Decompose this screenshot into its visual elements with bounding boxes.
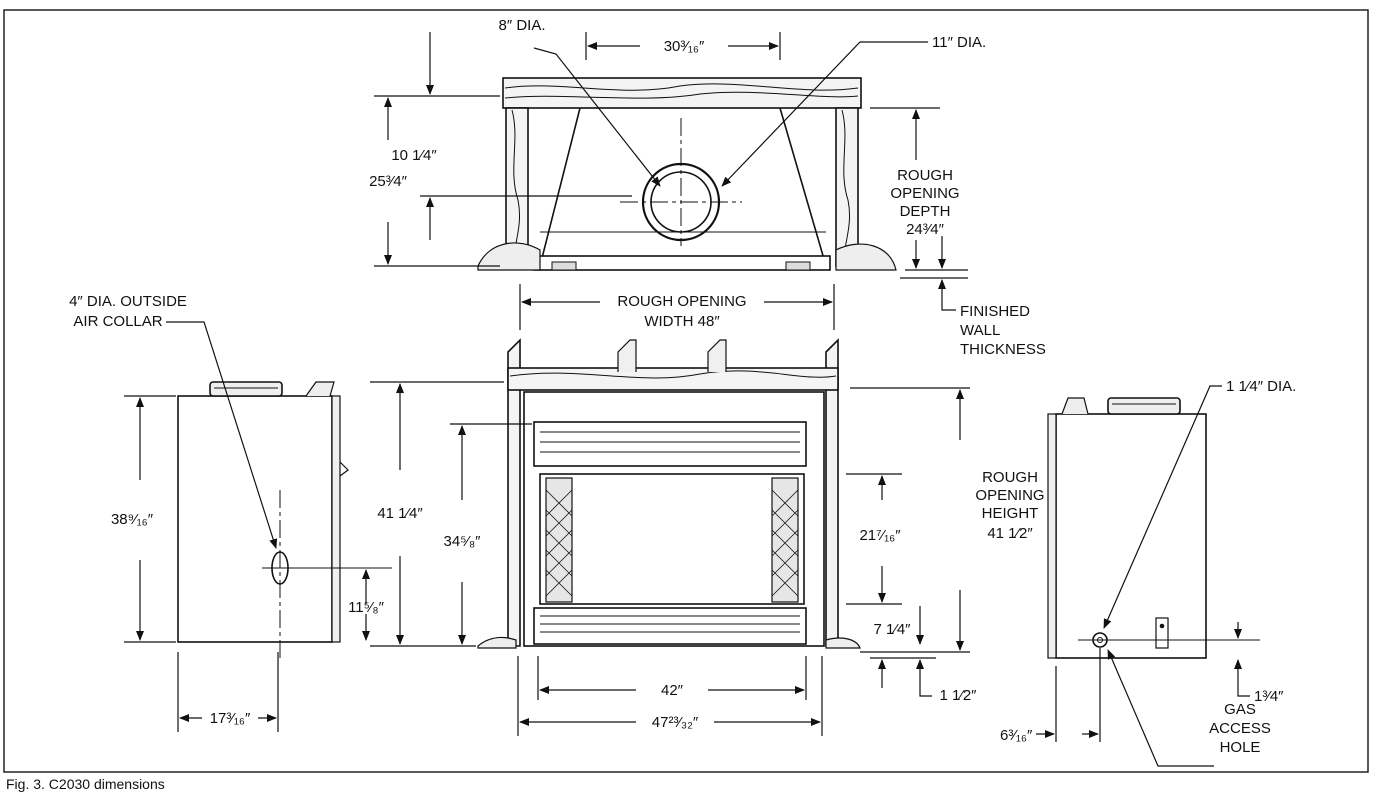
label-front-width-inner: 42″ [661,682,684,699]
label-front-bottom-1: 7 1⁄4″ [873,621,911,638]
label-rough-opening-height-1: ROUGH [982,469,1038,486]
front-view [477,338,861,649]
label-top-depth-2: 25³⁄4″ [369,173,408,190]
label-right-gas-dia: 1 1⁄4″ DIA. [1226,378,1296,395]
front-view-dimensions [370,381,970,736]
label-outside-air-1: 4″ DIA. OUTSIDE [69,293,187,310]
label-gas-access-1: GAS [1224,701,1256,718]
label-right-gas-offset: 6³⁄₁₆″ [1000,727,1033,744]
label-rough-opening-depth-3: DEPTH [900,203,951,220]
label-left-collar-height: 11⁵⁄₈″ [348,599,385,616]
figure-caption: Fig. 3. C2030 dimensions [6,776,165,792]
label-rough-opening-height-3: HEIGHT [982,505,1039,522]
label-top-pipe-inner-dia: 8″ DIA. [499,17,546,34]
label-finished-wall-3: THICKNESS [960,341,1046,358]
label-top-pipe-outer-dia: 11″ DIA. [932,34,986,51]
right-side-dimensions [1036,385,1250,767]
top-view-dimensions [374,32,968,330]
label-rough-opening-depth-2: OPENING [890,185,959,202]
label-front-height-total: 41 1⁄4″ [377,505,423,522]
label-left-collar-offset: 17³⁄₁₆″ [210,710,251,727]
label-front-width-outer: 47²³⁄₃₂″ [652,714,699,731]
label-rough-opening-height-2: OPENING [975,487,1044,504]
label-front-bottom-2: 1 1⁄2″ [939,687,977,704]
label-rough-opening-width-2: WIDTH 48″ [644,313,720,330]
label-rough-opening-width-1: ROUGH OPENING [617,293,746,310]
drawing-frame [3,9,1369,773]
label-finished-wall-1: FINISHED [960,303,1030,320]
label-right-gas-height: 1³⁄4″ [1254,688,1284,705]
label-gas-access-3: HOLE [1220,739,1261,756]
label-top-width: 30³⁄₁₆″ [664,38,705,55]
label-left-height: 38⁹⁄₁₆″ [111,511,154,528]
left-side-view [177,381,392,660]
label-outside-air-2: AIR COLLAR [73,313,162,330]
label-rough-opening-depth-1: ROUGH [897,167,953,184]
right-side-view [1047,397,1260,659]
left-side-dimensions [124,321,370,732]
label-rough-opening-height-value: 41 1⁄2″ [987,525,1033,542]
top-view [477,77,897,271]
label-rough-opening-depth-value: 24³⁄4″ [906,221,945,238]
label-gas-access-2: ACCESS [1209,720,1271,737]
label-top-depth-1: 10 1⁄4″ [391,147,437,164]
label-front-height-louver: 34⁵⁄₈″ [444,533,482,550]
label-front-opening-height: 21⁷⁄₁₆″ [859,527,901,544]
label-finished-wall-2: WALL [960,322,1000,339]
